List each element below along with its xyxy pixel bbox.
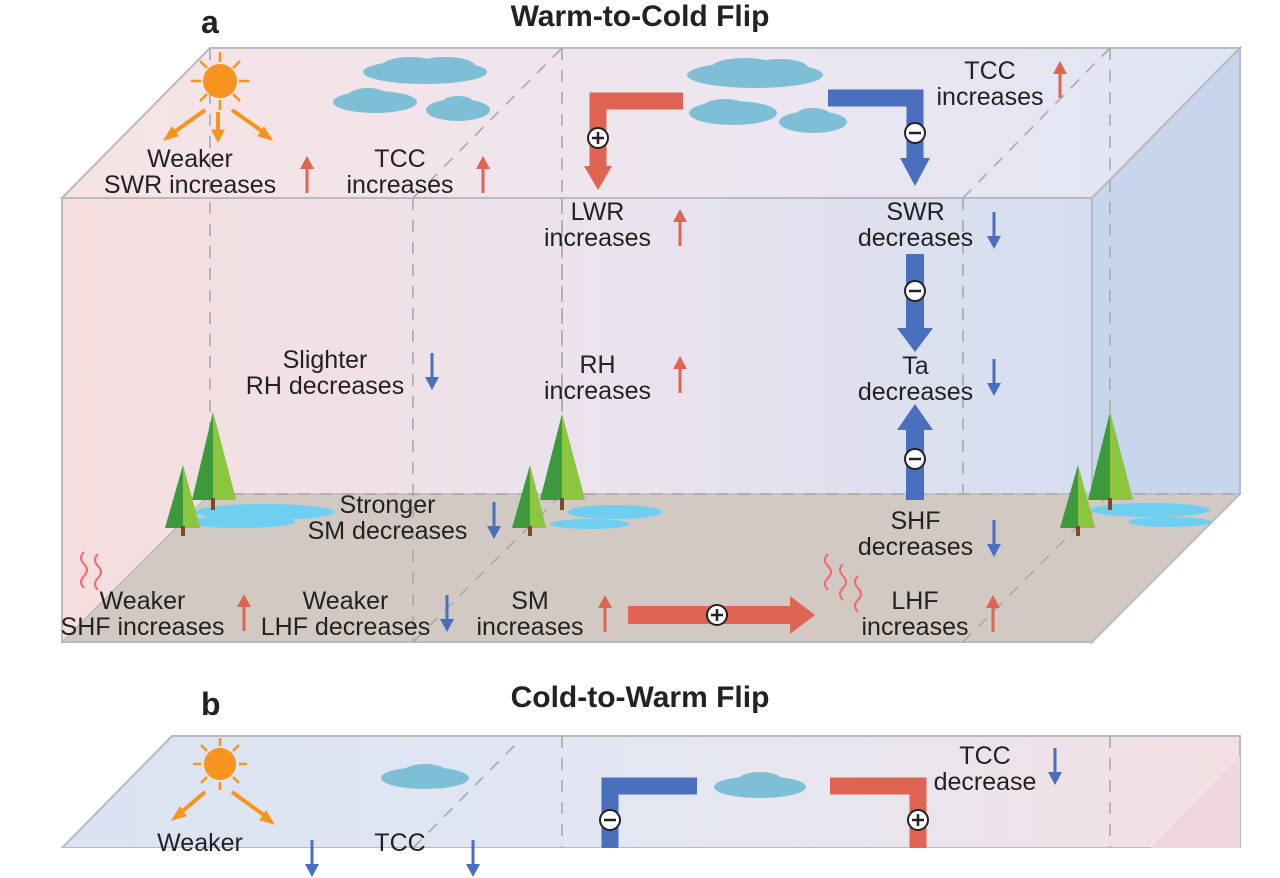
down-arrow-icon xyxy=(987,212,1001,249)
down-arrow-icon xyxy=(305,840,319,877)
tcc-left-label: TCC increases xyxy=(320,146,480,198)
minus-circle-icon xyxy=(904,122,926,144)
down-arrow-icon xyxy=(987,520,1001,557)
plus-circle-icon xyxy=(706,604,728,626)
swr-label: SWR decreases xyxy=(838,199,993,251)
cloud-icon xyxy=(381,764,806,798)
label-line: TCC xyxy=(374,145,426,173)
up-arrow-icon xyxy=(476,156,490,193)
up-arrow-icon xyxy=(673,356,687,393)
minus-circle-icon xyxy=(599,809,621,831)
down-arrow-icon xyxy=(440,595,454,632)
up-arrow-icon xyxy=(673,209,687,246)
rh-left-label: Slighter RH decreases xyxy=(225,347,425,399)
label-line: Weaker xyxy=(147,145,233,173)
up-arrow-icon xyxy=(1053,61,1067,98)
label-line: RH decreases xyxy=(245,372,405,400)
shf-right-label: SHF decreases xyxy=(838,508,993,560)
down-arrow-icon xyxy=(487,502,501,539)
label-line: Stronger xyxy=(339,491,436,519)
tcc-right-label: TCC increases xyxy=(910,58,1070,110)
label-line: SM xyxy=(511,587,549,615)
sun-icon xyxy=(162,52,274,144)
up-arrow-icon xyxy=(237,594,251,631)
label-line: Weaker xyxy=(99,587,186,615)
label-line: Ta xyxy=(902,352,929,380)
label-line: SWR increases xyxy=(103,171,277,199)
label-line: decreases xyxy=(857,533,974,561)
label-line: increases xyxy=(544,377,651,405)
label-line: SWR xyxy=(886,198,945,226)
minus-circle-icon xyxy=(904,280,926,302)
label-line: TCC xyxy=(964,57,1016,85)
label-line: LHF xyxy=(891,587,939,615)
up-arrow-icon xyxy=(598,595,612,632)
label-line: increases xyxy=(346,171,454,199)
panel-b-title: Cold-to-Warm Flip xyxy=(510,681,770,714)
panel-a-letter: a xyxy=(201,4,219,40)
sm-left-label: Stronger SM decreases xyxy=(290,492,485,544)
label-line: increases xyxy=(544,224,651,252)
label-line: RH xyxy=(579,351,616,379)
panel-a-title: Warm-to-Cold Flip xyxy=(510,0,770,33)
tree-icon xyxy=(1060,412,1212,536)
sm-mid-label: SM increases xyxy=(460,588,600,640)
ta-label: Ta decreases xyxy=(838,353,993,405)
label-line: Slighter xyxy=(282,346,368,374)
up-arrow-icon xyxy=(986,595,1000,632)
label-line: LWR xyxy=(570,198,625,226)
tree-icon xyxy=(165,412,335,536)
down-arrow-icon xyxy=(425,353,439,390)
panel-b-letter: b xyxy=(201,686,221,722)
up-arrow-icon xyxy=(300,156,314,193)
tcc-right-label: TCC decrease xyxy=(910,743,1060,795)
label-line: decreases xyxy=(857,378,974,406)
plus-circle-icon xyxy=(907,809,929,831)
diagram-canvas: a Warm-to-Cold Flip Weaker SWR increases… xyxy=(45,0,1243,877)
sun-swr-label: Weaker SWR increases xyxy=(100,146,280,198)
down-arrow-icon xyxy=(1048,748,1062,785)
down-arrow-icon xyxy=(987,359,1001,396)
label-line: LHF decreases xyxy=(260,613,431,641)
down-arrow-icon xyxy=(466,840,480,877)
lwr-label: LWR increases xyxy=(525,199,670,251)
label-line: decrease xyxy=(933,768,1037,796)
label-line: increases xyxy=(476,613,584,641)
lhf-right-label: LHF increases xyxy=(845,588,985,640)
label-line: SM decreases xyxy=(307,517,468,545)
tree-icon xyxy=(512,414,663,536)
lhf-left-label: Weaker LHF decreases xyxy=(248,588,443,640)
label-line: increases xyxy=(936,83,1044,111)
label-line: decreases xyxy=(857,224,974,252)
label-line: SHF xyxy=(890,507,941,535)
panel-a-box xyxy=(59,45,1243,848)
sun-icon xyxy=(170,738,276,825)
rh-mid-label: RH increases xyxy=(525,352,670,404)
label-line: Weaker xyxy=(302,587,389,615)
label-line: increases xyxy=(861,613,969,641)
label-line: SHF increases xyxy=(60,613,225,641)
minus-circle-icon xyxy=(904,448,926,470)
plus-circle-icon xyxy=(587,127,609,149)
tcc-left-label: TCC xyxy=(374,829,426,857)
shf-left-label: Weaker SHF increases xyxy=(45,588,240,640)
cloud-icon xyxy=(333,57,847,133)
sun-swr-label: Weaker xyxy=(157,829,243,857)
label-line: TCC xyxy=(959,742,1011,770)
heat-wave-icon xyxy=(80,551,862,613)
